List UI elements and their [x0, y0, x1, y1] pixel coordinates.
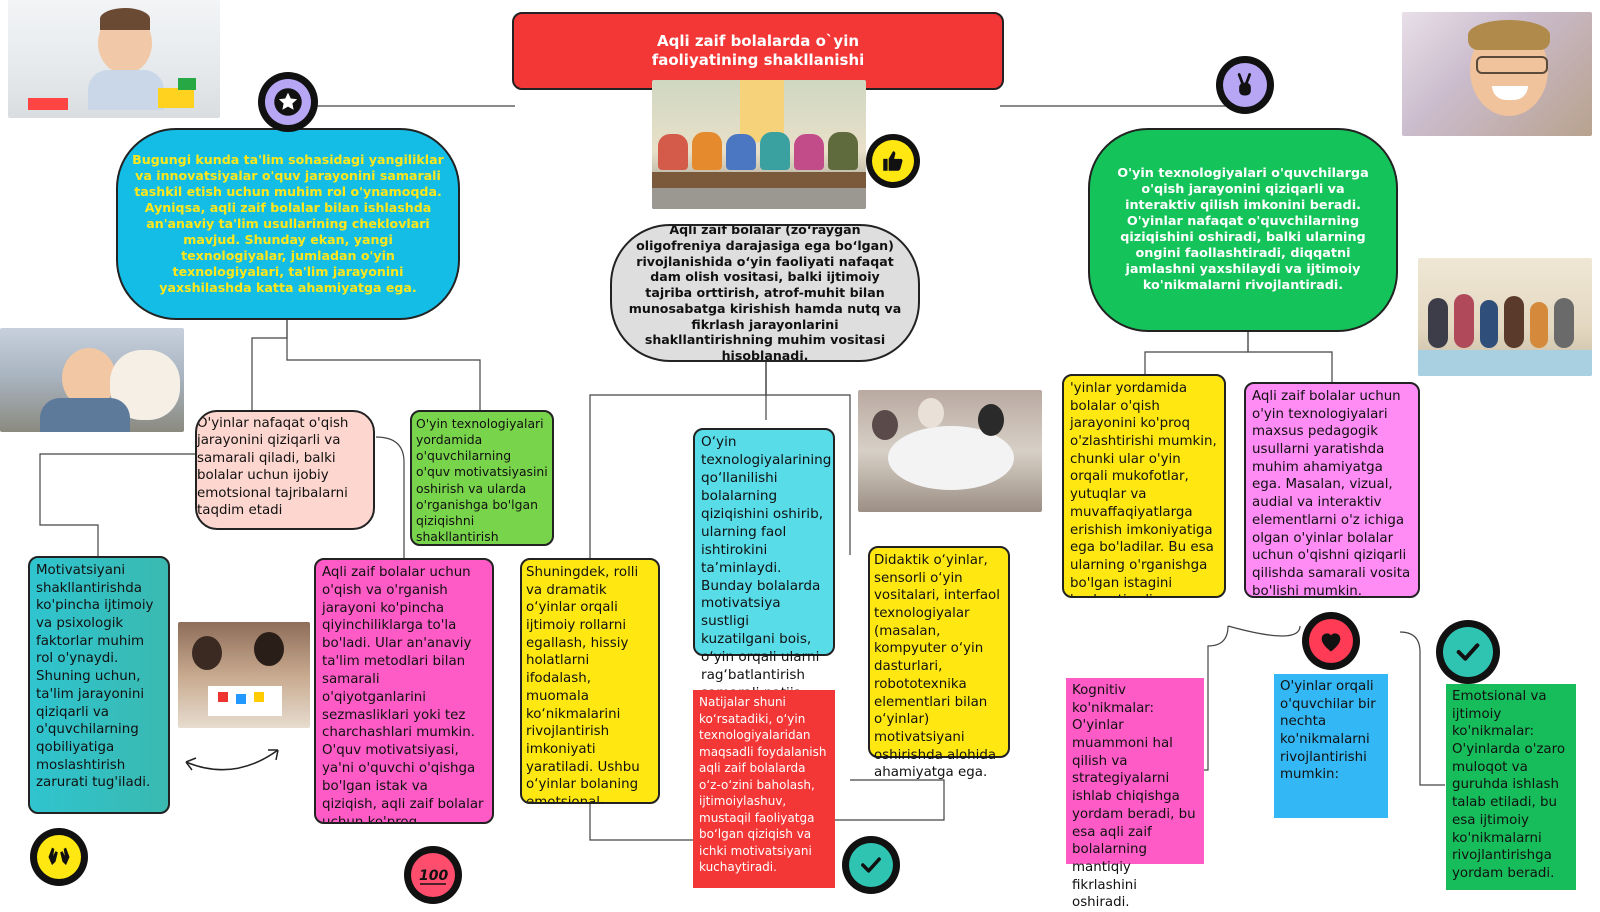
svg-text:100: 100 [419, 868, 448, 884]
role-play-games-box: Shuningdek, rolli va dramatik o‘yinlar o… [520, 558, 660, 804]
didactic-games-box: Didaktik o‘yinlar, sensorli o‘yin vosita… [868, 546, 1010, 780]
hundred-points-icon: 100 [404, 846, 462, 904]
star-icon [258, 72, 318, 132]
active-participation-box: O‘yin texnologiyalarining qo‘llanilishi … [693, 428, 835, 719]
special-pedagogy-box: Aqli zaif bolalar uchun o'yin texnologiy… [1244, 382, 1420, 598]
raised-hands-icon [30, 828, 88, 886]
photo-child-playing-blocks [8, 0, 220, 118]
peace-hand-icon [1216, 56, 1274, 114]
skills-intro-box: O'yinlar orqali o'quvchilar bir nechta k… [1274, 674, 1388, 818]
motivation-factors-box: Motivatsiyani shakllantirishda ko'pincha… [28, 556, 170, 814]
motivation-technologies-box: O'yin texnologiyalari yordamida o'quvchi… [410, 410, 554, 546]
intro-box-innovations: Bugungi kunda ta'lim sohasidagi yangilik… [116, 128, 460, 320]
photo-children-at-table [858, 390, 1042, 512]
photo-smiling-boy-glasses [1402, 12, 1592, 136]
heart-icon [1302, 612, 1360, 670]
rewards-achievements-box: 'yinlar yordamida bolalar o'qish jarayon… [1062, 374, 1226, 598]
intro-box-game-technologies: O'yin texnologiyalari o'quvchilarga o'qi… [1088, 128, 1398, 332]
learning-difficulties-box: Aqli zaif bolalar uchun o'qish va o'rgan… [314, 558, 494, 824]
results-box: Natijalar shuni ko‘rsatadiki, o‘yin texn… [693, 690, 835, 888]
central-definition-box: Aqli zaif bolalar (zo‘raygan oligofreniy… [610, 224, 920, 362]
cognitive-skills-box: Kognitiv ko'nikmalar: O'yinlar muammoni … [1066, 678, 1204, 910]
photo-children-painting [178, 622, 310, 728]
check-mark-icon [1436, 620, 1500, 684]
check-mark-icon [842, 836, 900, 894]
photo-boy-with-dog [0, 328, 184, 432]
photo-classroom-group [1418, 258, 1592, 376]
page-title: Aqli zaif bolalarda o`yin faoliyatining … [512, 12, 1004, 90]
social-skills-box: Emotsional va ijtimoiy ko'nikmalar: O'yi… [1446, 684, 1576, 890]
photo-children-sitting-bench [652, 80, 866, 209]
thumbs-up-icon [866, 134, 920, 188]
positive-emotions-box: O'yinlar nafaqat o'qish jarayonini qiziq… [195, 410, 375, 530]
